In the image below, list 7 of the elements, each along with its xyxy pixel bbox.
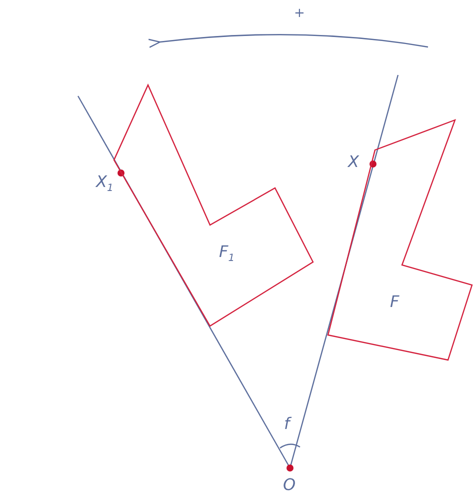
point-label: X — [348, 153, 359, 171]
point-label: X$_{1}$ — [96, 173, 114, 196]
figure-label: F$_{1}$ — [219, 243, 235, 266]
figure-label: F — [390, 293, 400, 311]
angle-label: f — [284, 415, 290, 433]
point-label: O — [283, 476, 296, 494]
sign-label: + — [294, 5, 305, 23]
